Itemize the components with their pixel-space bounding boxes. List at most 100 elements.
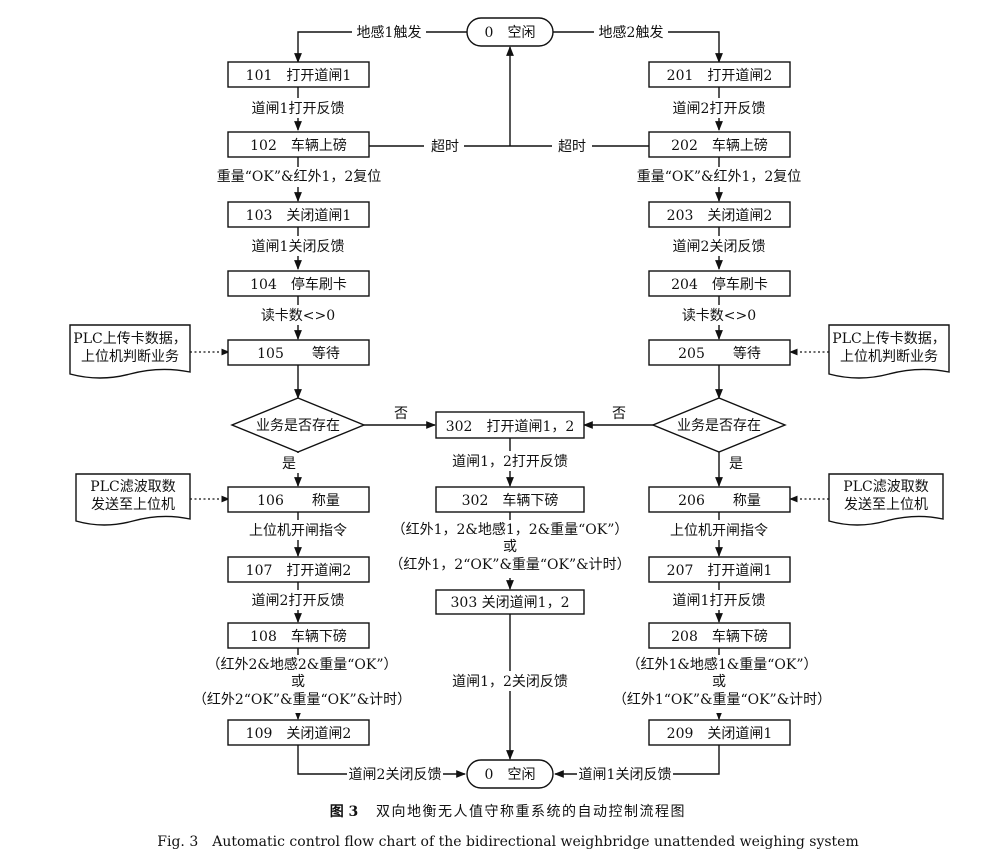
process-box-102: 102 车辆上磅 [227, 131, 370, 158]
label-center-or: 或 [503, 539, 517, 555]
process-label: 109 关闭道闸2 [246, 726, 352, 742]
process-label: 201 打开道闸2 [667, 67, 773, 84]
process-label: 202 车辆上磅 [671, 137, 768, 154]
note-line: 发送至上位机 [91, 497, 175, 513]
process-box-105: 105 等待 [227, 339, 370, 366]
caption-chinese-title: 双向地衡无人值守称重系统的自动控制流程图 [376, 804, 686, 820]
process-label: 205 等待 [678, 345, 761, 362]
process-label: 104 停车刷卡 [250, 276, 347, 293]
label-gate1-open-feedback: 道闸1打开反馈 [252, 100, 345, 117]
label-exit-condition-1: （红外1&地感1&重量“OK”） [627, 656, 818, 673]
process-box-203: 203 关闭道闸2 [648, 201, 791, 228]
process-box-207: 207 打开道闸1 [648, 556, 791, 583]
caption-english-title: Fig. 3 Automatic control flow chart of t… [157, 834, 858, 850]
process-label: 302 打开道闸1，2 [446, 418, 575, 435]
label-gate2-close-feedback-bottom: 道闸2关闭反馈 [349, 767, 442, 783]
label-exit-or: 或 [291, 674, 305, 690]
process-label: 106 称量 [257, 493, 340, 509]
process-box-302-exit: 302 车辆下磅 [435, 486, 585, 513]
process-box-208: 208 车辆下磅 [648, 622, 791, 649]
note-line: 发送至上位机 [844, 497, 928, 513]
process-box-107: 107 打开道闸2 [227, 556, 370, 583]
process-box-109: 109 关闭道闸2 [227, 719, 370, 746]
label-weight-ok-reset: 重量“OK”&红外1，2复位 [217, 168, 382, 185]
terminal-idle-top: 0 空闲 [466, 17, 554, 47]
label-gate1-close-feedback-bottom: 道闸1关闭反馈 [579, 767, 672, 783]
process-label: 101 打开道闸1 [246, 67, 352, 84]
note-plc-filter-right: PLC滤波取数 发送至上位机 [828, 473, 944, 526]
edge-labels: 地感1触发 地感2触发 道闸1打开反馈 重量“OK”&红外1，2复位 道闸1关闭… [193, 22, 831, 785]
label-card-count: 读卡数<>0 [682, 307, 756, 324]
label-weight-ok-reset: 重量“OK”&红外1，2复位 [637, 168, 802, 185]
label-yes: 是 [282, 456, 296, 472]
label-no-left: 否 [394, 406, 408, 422]
label-exit-or: 或 [712, 674, 726, 690]
label-gates-close-feedback: 道闸1，2关闭反馈 [452, 674, 568, 690]
label-center-condition-1: （红外1，2&地感1，2&重量“OK”） [392, 521, 629, 538]
process-box-106: 106 称量 [227, 486, 370, 513]
terminal-idle-bottom: 0 空闲 [466, 759, 554, 789]
label-yes: 是 [729, 456, 743, 472]
process-label: 203 关闭道闸2 [667, 208, 773, 224]
note-plc-filter-left: PLC滤波取数 发送至上位机 [75, 473, 191, 526]
label-host-open-command: 上位机开闸指令 [670, 523, 768, 539]
process-label: 303 关闭道闸1，2 [451, 595, 570, 611]
decision-label: 业务是否存在 [677, 418, 761, 434]
process-box-205: 205 等待 [648, 339, 791, 366]
process-label: 107 打开道闸2 [246, 562, 352, 579]
label-card-count: 读卡数<>0 [261, 307, 335, 324]
label-timeout-right: 超时 [558, 139, 586, 155]
note-line: 上位机判断业务 [840, 349, 938, 365]
process-label: 103 关闭道闸1 [246, 208, 352, 224]
label-gates-open-feedback: 道闸1，2打开反馈 [452, 453, 568, 470]
label-gate1-open-feedback: 道闸1打开反馈 [673, 592, 766, 609]
caption-figure-number: 图 3 [330, 804, 359, 820]
label-no-right: 否 [612, 406, 626, 422]
label-sensor2-trigger: 地感2触发 [599, 24, 664, 41]
label-host-open-command: 上位机开闸指令 [249, 523, 347, 539]
label-exit-condition-1: （红外2&地感2&重量“OK”） [207, 656, 398, 673]
process-box-302-open: 302 打开道闸1，2 [435, 411, 585, 439]
process-box-303: 303 关闭道闸1，2 [435, 589, 585, 615]
note-line: 上位机判断业务 [81, 349, 179, 365]
process-label: 204 停车刷卡 [671, 276, 768, 293]
note-line: PLC滤波取数 [90, 479, 175, 495]
process-label: 102 车辆上磅 [250, 137, 347, 154]
decision-label: 业务是否存在 [256, 418, 340, 434]
process-label: 207 打开道闸1 [667, 562, 773, 579]
label-timeout-left: 超时 [431, 139, 459, 155]
process-box-204: 204 停车刷卡 [648, 270, 791, 297]
process-box-209: 209 关闭道闸1 [648, 719, 791, 746]
process-box-202: 202 车辆上磅 [648, 131, 791, 158]
label-gate2-open-feedback: 道闸2打开反馈 [252, 592, 345, 609]
figure-caption: 图 3 双向地衡无人值守称重系统的自动控制流程图 Fig. 3 Automati… [157, 804, 858, 850]
process-box-104: 104 停车刷卡 [227, 270, 370, 297]
process-label: 209 关闭道闸1 [667, 726, 773, 742]
process-label: 108 车辆下磅 [250, 628, 347, 645]
process-label: 208 车辆下磅 [671, 628, 768, 645]
label-center-condition-2: （红外1，2“OK”&重量“OK”&计时） [389, 557, 630, 573]
label-gate2-open-feedback: 道闸2打开反馈 [673, 100, 766, 117]
note-line: PLC滤波取数 [843, 479, 928, 495]
process-label: 105 等待 [257, 345, 340, 362]
process-label: 206 称量 [678, 493, 761, 509]
label-exit-condition-2: （红外1“OK”&重量“OK”&计时） [613, 692, 831, 708]
decision-left: 业务是否存在 [230, 397, 366, 453]
process-label: 302 车辆下磅 [462, 492, 559, 509]
process-box-101: 101 打开道闸1 [227, 61, 370, 88]
label-sensor1-trigger: 地感1触发 [357, 24, 422, 41]
decision-right: 业务是否存在 [651, 397, 787, 453]
label-gate2-close-feedback: 道闸2关闭反馈 [673, 239, 766, 255]
process-box-108: 108 车辆下磅 [227, 622, 370, 649]
note-plc-card-left: PLC上传卡数据， 上位机判断业务 [69, 324, 191, 379]
process-box-201: 201 打开道闸2 [648, 61, 791, 88]
label-exit-condition-2: （红外2“OK”&重量“OK”&计时） [193, 692, 411, 708]
note-line: PLC上传卡数据， [832, 331, 945, 347]
terminal-label: 0 空闲 [485, 767, 536, 783]
process-box-103: 103 关闭道闸1 [227, 201, 370, 228]
process-box-206: 206 称量 [648, 486, 791, 513]
label-gate1-close-feedback: 道闸1关闭反馈 [252, 239, 345, 255]
terminal-label: 0 空闲 [485, 25, 536, 41]
note-line: PLC上传卡数据， [73, 331, 186, 347]
